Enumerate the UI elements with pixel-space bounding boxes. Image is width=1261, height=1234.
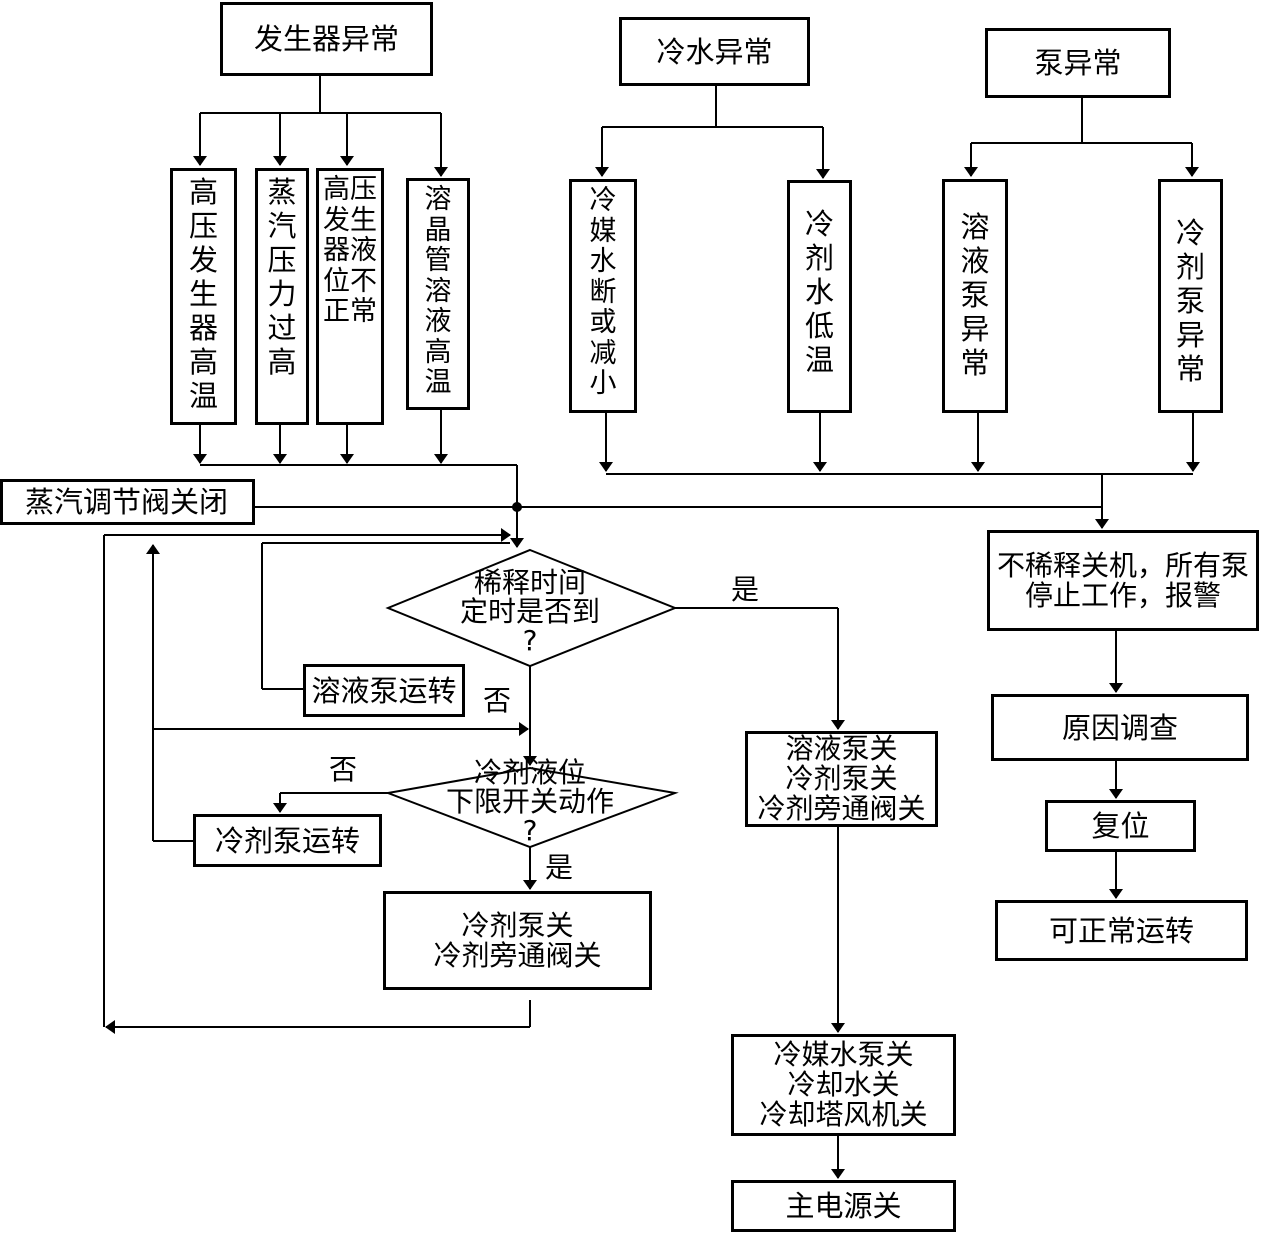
- pump-abnormal-box: 泵异常: [985, 28, 1171, 98]
- refrigerant-yes-label: 是: [545, 851, 574, 884]
- cause-chilled-water-cut: 冷媒水断或减小: [569, 179, 637, 413]
- refrigerant-level-decision: 冷剂液位 下限开关动作 ?: [445, 756, 614, 847]
- reset-box: 复位: [1045, 800, 1196, 852]
- dilution-no-label: 否: [483, 684, 512, 717]
- refrigerant-pump-off-box: 冷剂泵关 冷剂旁通阀关: [383, 891, 652, 990]
- cause-steam-pressure-high: 蒸汽压力过高: [255, 168, 309, 425]
- shutdown-alarm-box: 不稀释关机，所有泵 停止工作，报警: [987, 530, 1259, 631]
- refrigerant-pump-run-box: 冷剂泵运转: [193, 814, 382, 867]
- solution-pump-run-box: 溶液泵运转: [303, 664, 465, 717]
- cause-decrystallizer-high-temp: 溶晶管溶液高温: [406, 178, 470, 410]
- dilution-yes-label: 是: [731, 573, 760, 606]
- pumps-off-box: 溶液泵关 冷剂泵关 冷剂旁通阀关: [745, 731, 938, 827]
- generator-abnormal-box: 发生器异常: [220, 2, 433, 76]
- cold-water-abnormal-box: 冷水异常: [619, 17, 810, 86]
- cause-hp-generator-high-temp: 高压发生器高温: [170, 168, 237, 425]
- normal-operation-box: 可正常运转: [995, 900, 1248, 961]
- steam-valve-close-box: 蒸汽调节阀关闭: [0, 479, 255, 525]
- cause-hp-generator-level-abnormal: 高压发生器液位不正常: [316, 168, 384, 425]
- refrigerant-no-label: 否: [329, 753, 358, 786]
- cause-refrigerant-water-low-temp: 冷剂水低温: [787, 180, 852, 413]
- cause-solution-pump-abnormal: 溶液泵异常: [942, 179, 1008, 413]
- main-power-off-box: 主电源关: [731, 1180, 956, 1232]
- water-tower-off-box: 冷媒水泵关 冷却水关 冷却塔风机关: [731, 1034, 956, 1136]
- dilution-timer-decision: 稀释时间 定时是否到 ?: [459, 566, 600, 657]
- cause-refrigerant-pump-abnormal: 冷剂泵异常: [1158, 179, 1223, 413]
- cause-investigation-box: 原因调查: [991, 694, 1249, 761]
